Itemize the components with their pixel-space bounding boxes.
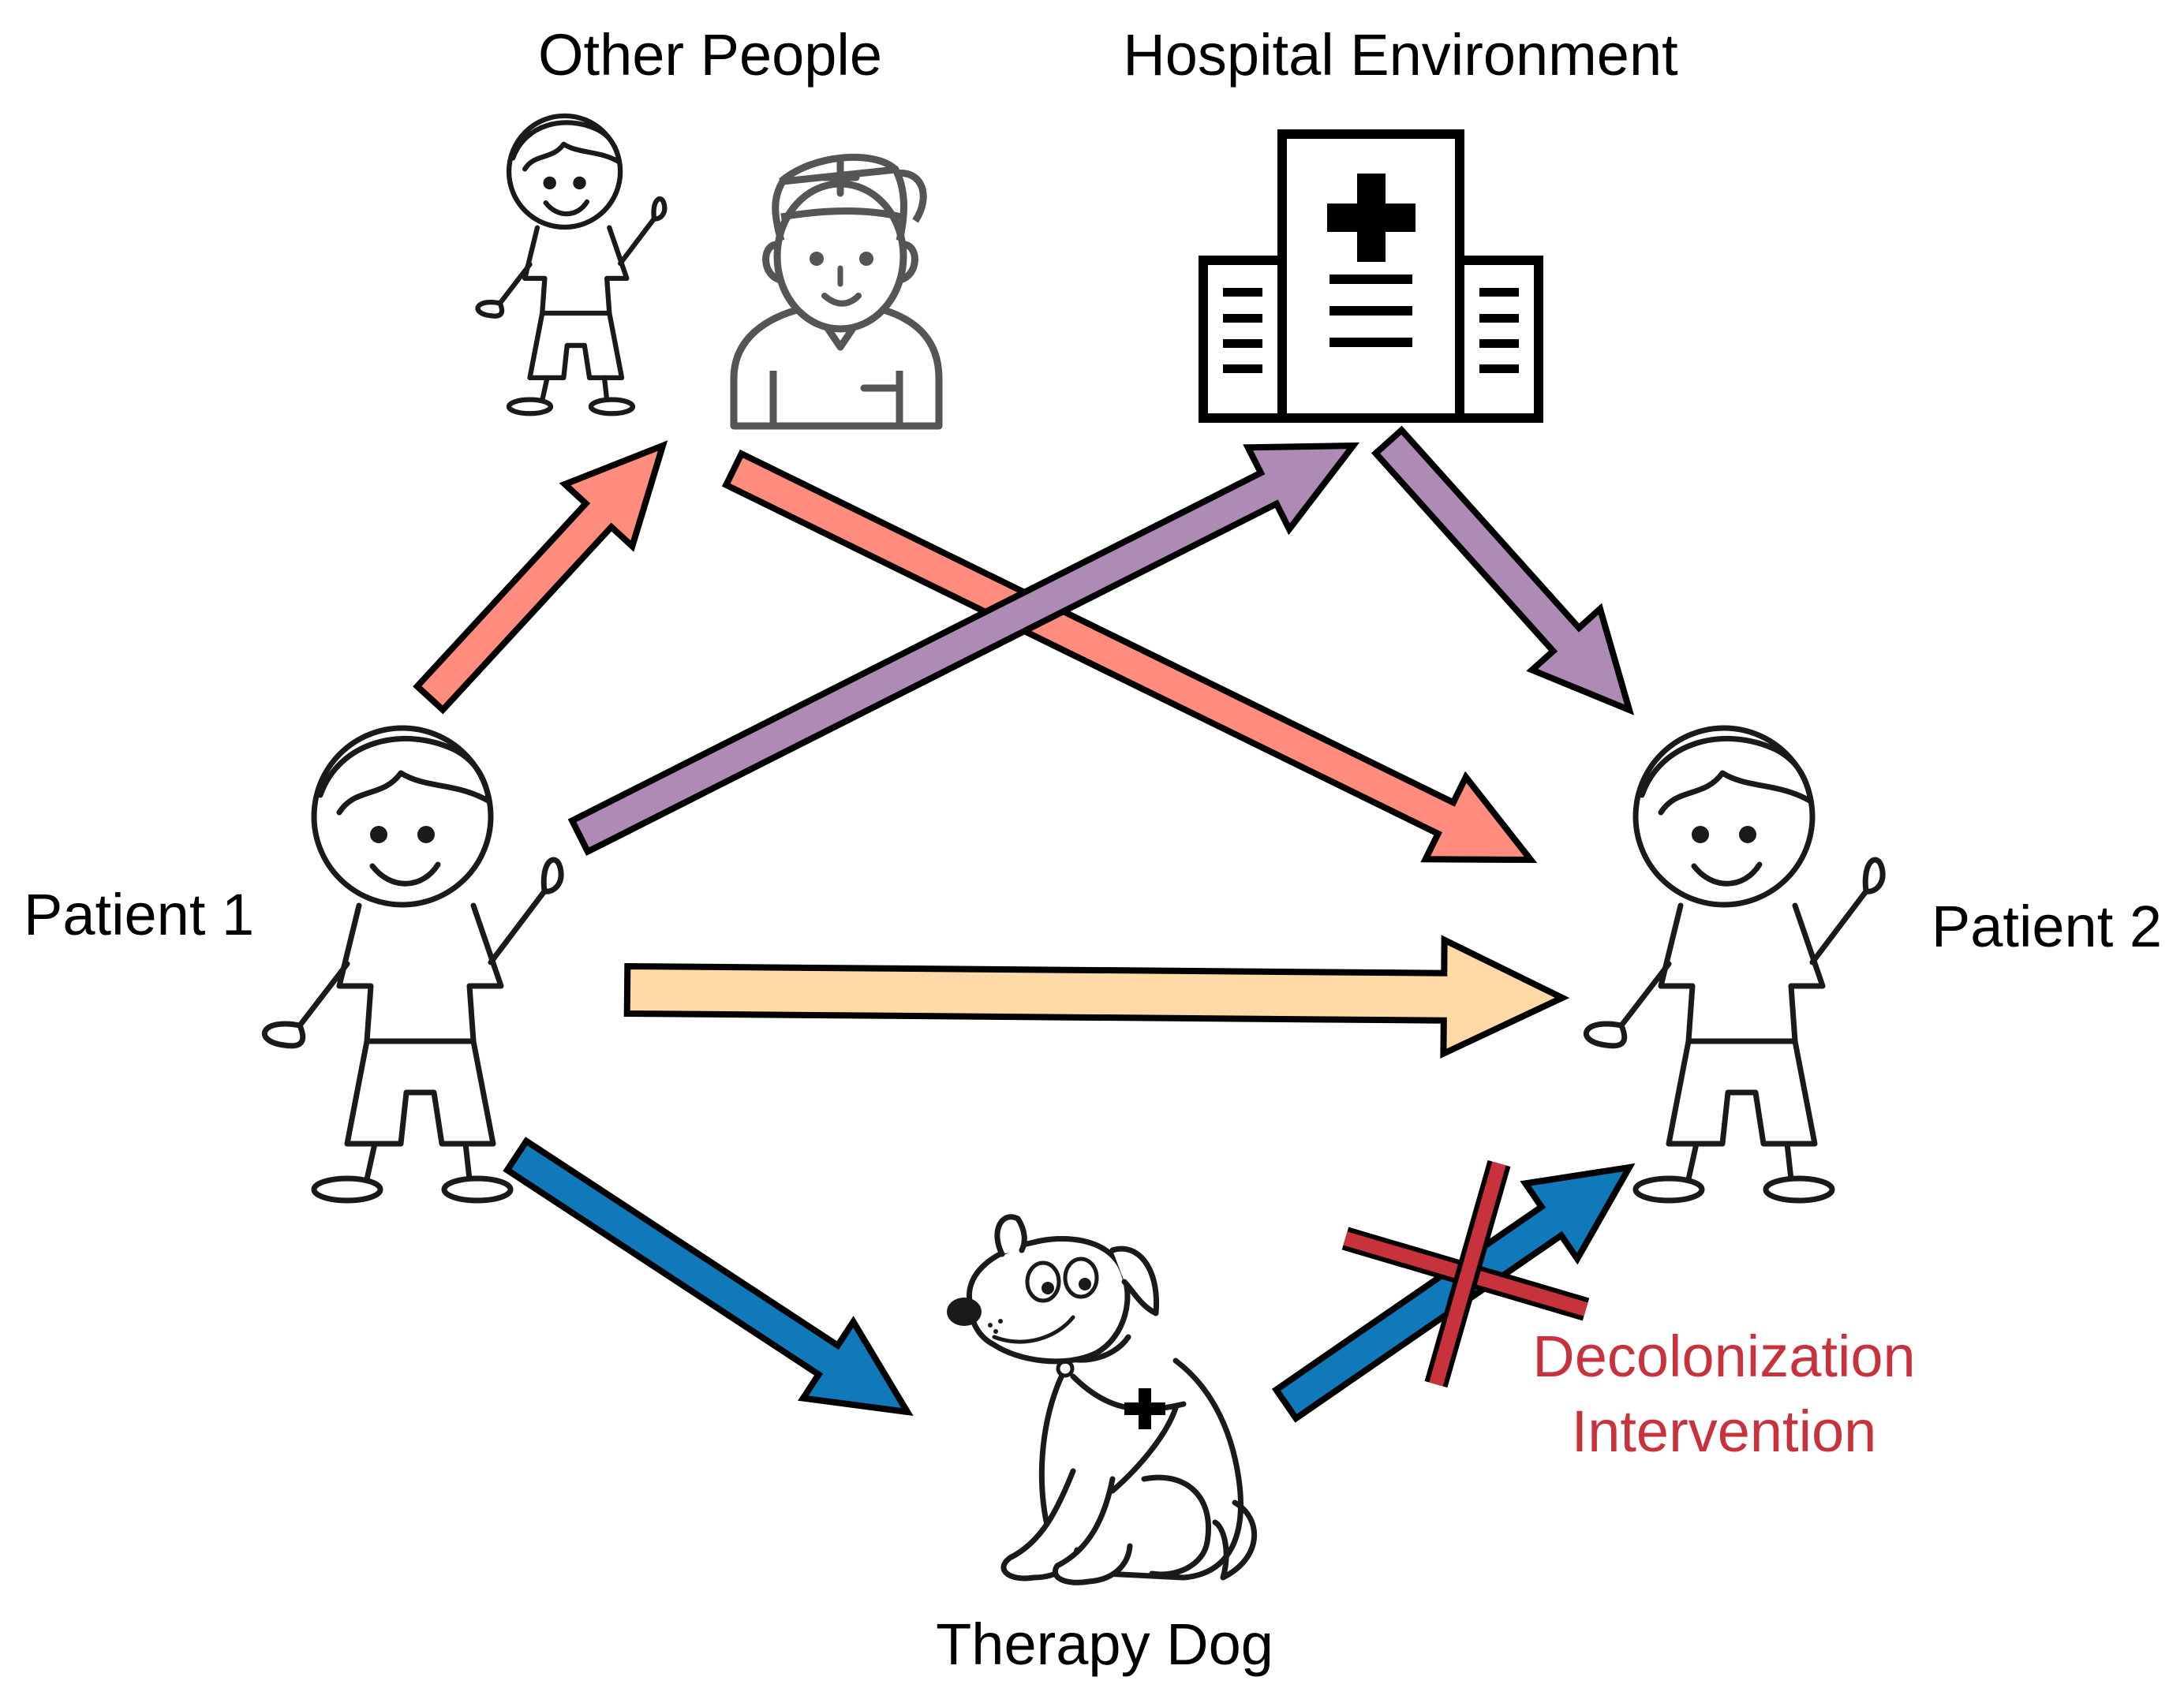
patient-1-figure: [261, 725, 564, 1204]
arrow-patient1-to-patient2: [623, 935, 1570, 1059]
other-people-child-figure: [475, 113, 668, 416]
hospital-figure: [1199, 129, 1543, 423]
patient-1-label: Patient 1: [24, 882, 254, 947]
hospital-environment-label: Hospital Environment: [1123, 22, 1678, 88]
nurse-icon: [730, 153, 943, 430]
arrow-patient1-to-hospital: [567, 442, 1360, 856]
hospital-icon: [1199, 129, 1543, 423]
dog-icon: [947, 1214, 1258, 1585]
arrow-other-people-to-patient2: [721, 449, 1538, 864]
therapy-dog-figure: [947, 1214, 1258, 1585]
other-people-label: Other People: [538, 22, 882, 88]
arrow-patient1-to-other-people: [413, 440, 668, 715]
nurse-figure: [730, 153, 943, 430]
intervention-label-line1: Decolonization: [1532, 1324, 1915, 1389]
cross-out-icon: [1341, 1160, 1590, 1388]
child-icon: [1583, 725, 1886, 1204]
child-icon: [261, 725, 564, 1204]
intervention-label-line2: Intervention: [1572, 1399, 1877, 1464]
therapy-dog-label: Therapy Dog: [936, 1611, 1273, 1677]
patient-2-label: Patient 2: [1932, 894, 2162, 959]
arrows-layer: [413, 425, 1636, 1423]
patient-2-figure: [1583, 725, 1886, 1204]
child-icon: [475, 113, 668, 416]
arrow-hospital-to-patient2: [1371, 425, 1635, 715]
arrow-patient1-to-therapy-dog: [503, 1137, 914, 1417]
